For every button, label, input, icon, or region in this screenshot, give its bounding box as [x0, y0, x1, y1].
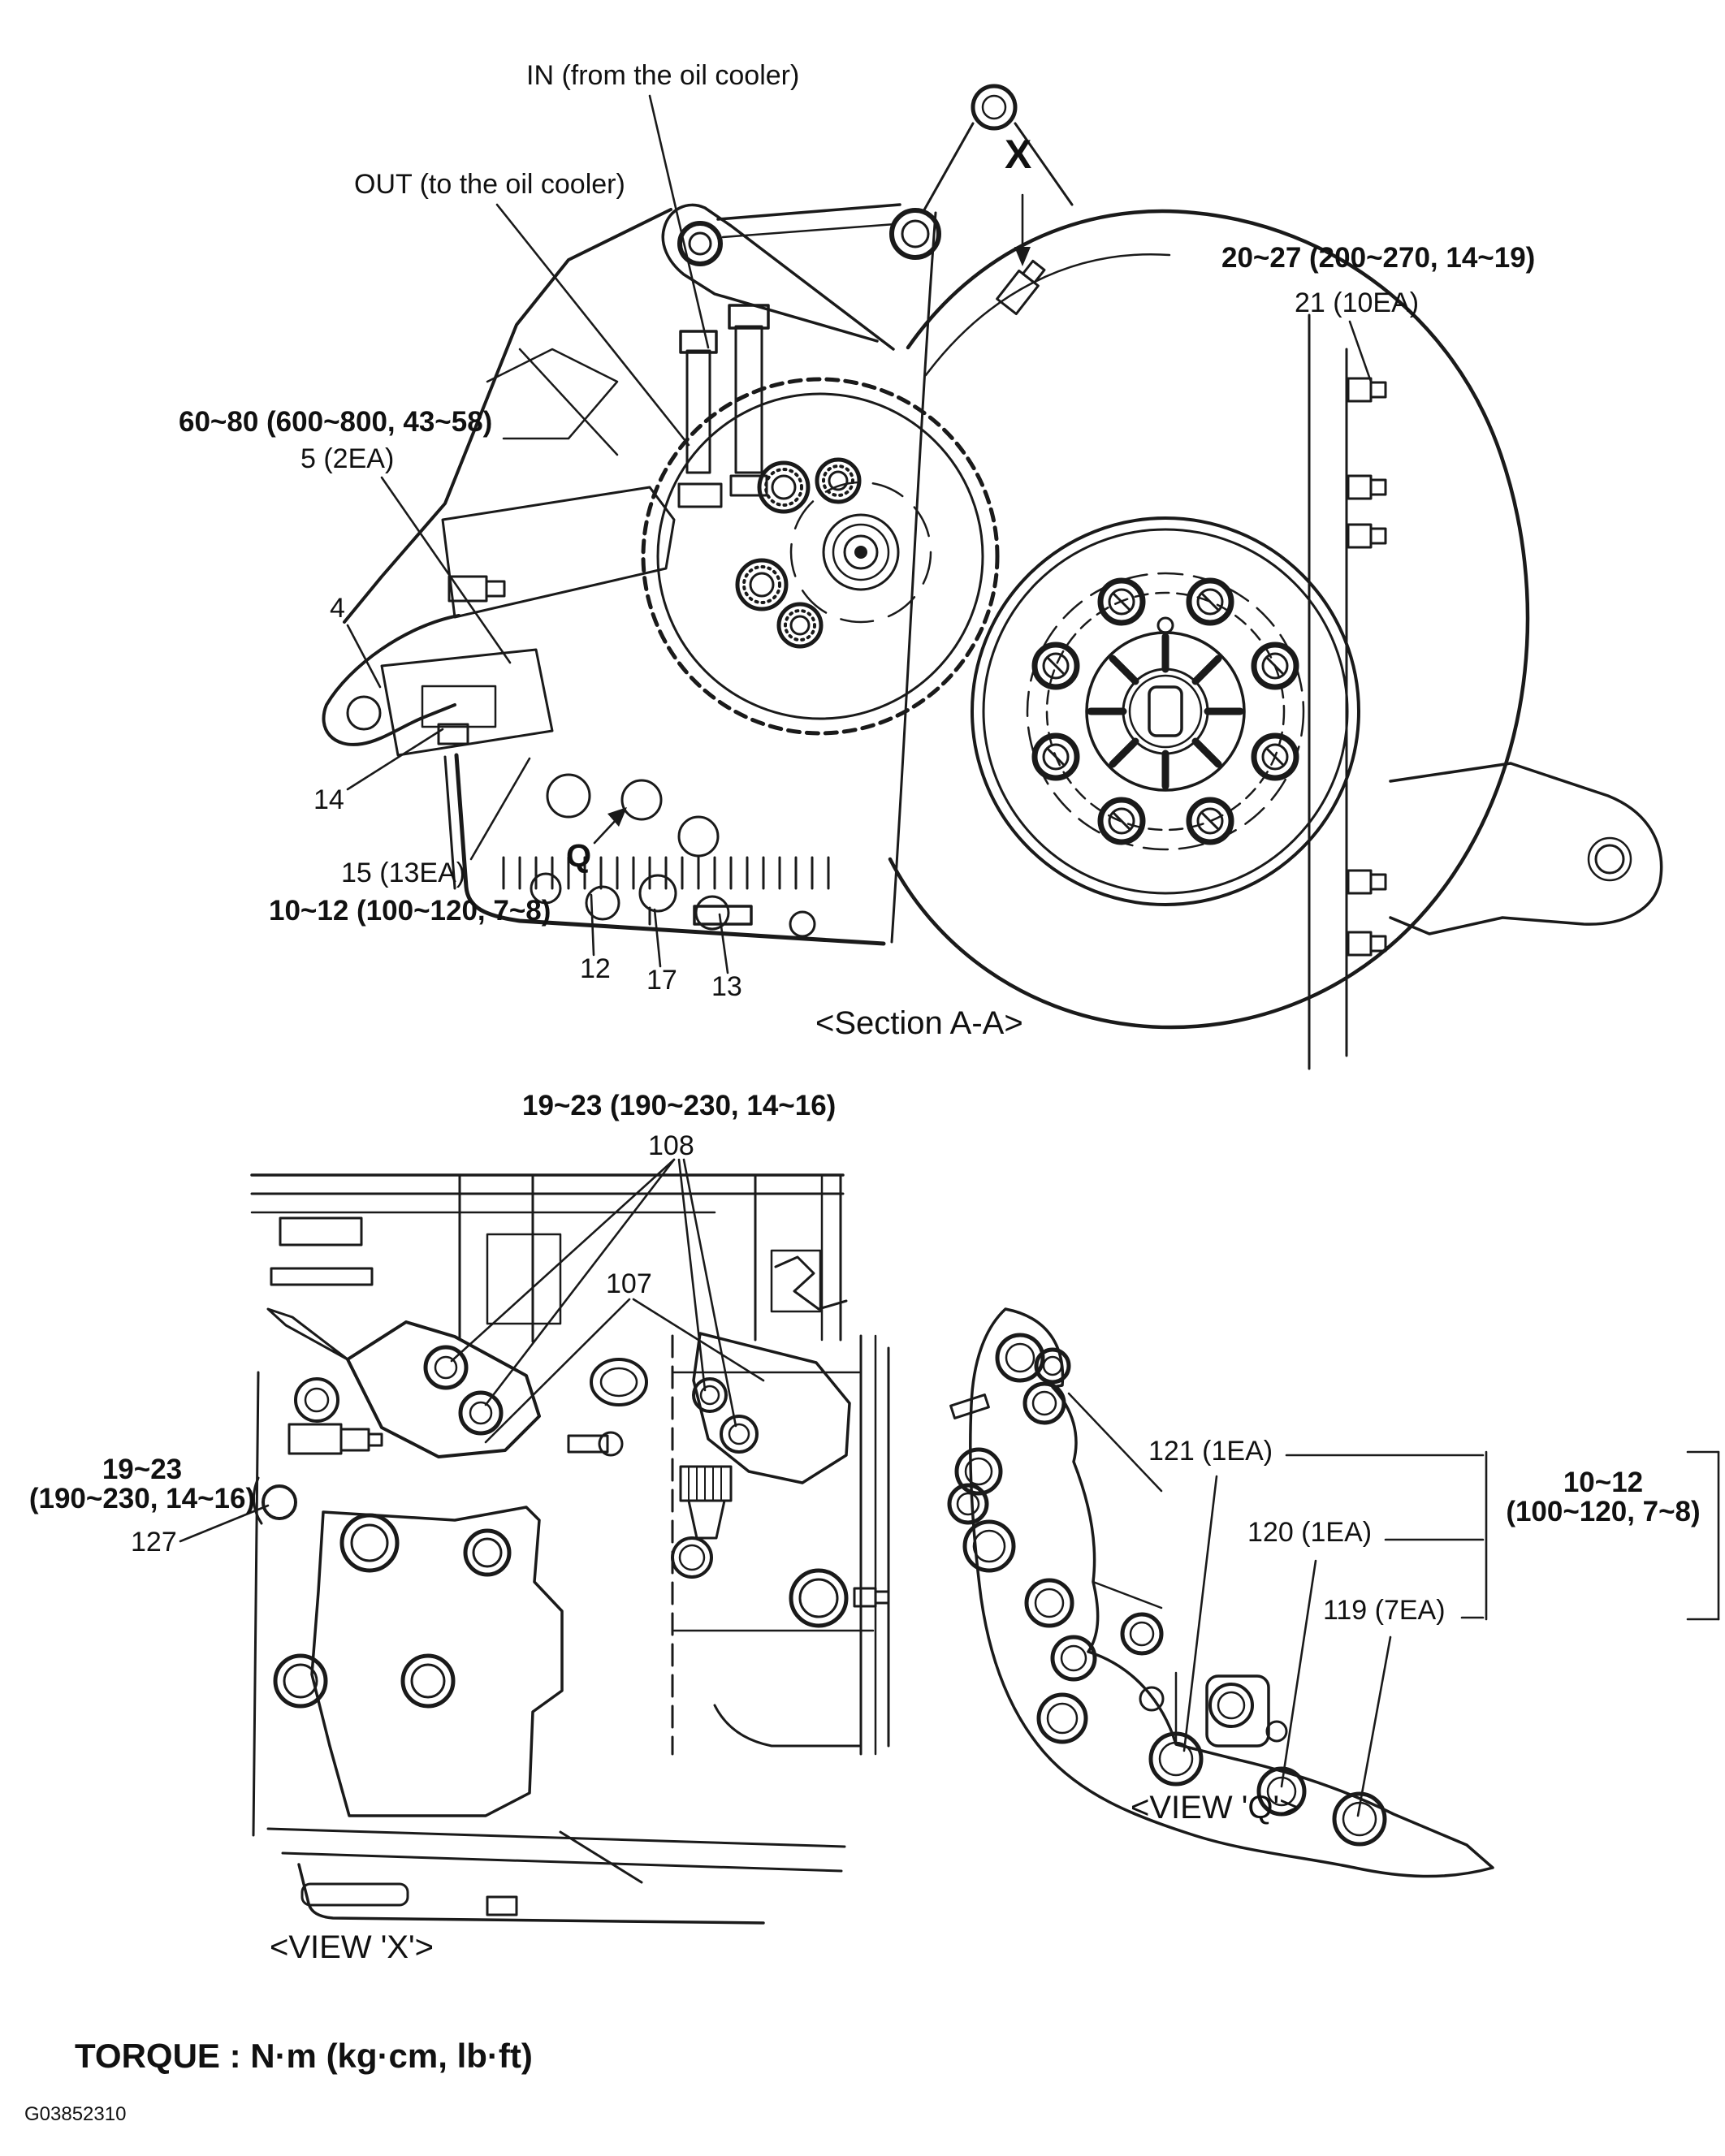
torque-units-note: TORQUE : N·m (kg·cm, lb·ft): [75, 2037, 533, 2075]
view-x-caption: <VIEW 'X'>: [270, 1929, 434, 1965]
torque-10-12-line2: (100~120, 7~8): [1506, 1496, 1701, 1528]
torque-10-12-line1: 10~12: [1563, 1467, 1644, 1498]
part-label-4: 4: [330, 593, 345, 624]
torque-19-23-line2: (190~230, 14~16): [28, 1483, 256, 1515]
leader-lines: [179, 94, 1720, 1817]
part-label-108: 108: [648, 1130, 694, 1161]
torque-spec-20-27: 20~27 (200~270, 14~19): [1221, 242, 1536, 274]
part-label-17: 17: [646, 965, 677, 996]
part-label-119: 119 (7EA): [1323, 1595, 1446, 1626]
part-label-5: 5 (2EA): [300, 443, 395, 474]
label-oil-cooler-out: OUT (to the oil cooler): [354, 169, 625, 200]
part-label-121: 121 (1EA): [1148, 1436, 1273, 1467]
part-label-127: 127: [131, 1527, 177, 1558]
view-q-direction-marker: Q: [566, 838, 592, 874]
part-label-13: 13: [711, 971, 742, 1002]
torque-spec-19-23-left: 19~23 (190~230, 14~16): [24, 1454, 260, 1515]
view-x-drawing: [250, 1173, 890, 1925]
figure-code: G03852310: [24, 2103, 127, 2125]
torque-spec-60-80: 60~80 (600~800, 43~58): [179, 406, 493, 438]
part-label-12: 12: [580, 953, 611, 984]
part-label-21: 21 (10EA): [1295, 287, 1420, 318]
part-label-120: 120 (1EA): [1247, 1517, 1373, 1548]
torque-spec-10-12-right: 10~12 (100~120, 7~8): [1494, 1467, 1712, 1528]
torque-19-23-line1: 19~23: [102, 1454, 183, 1485]
label-oil-cooler-in: IN (from the oil cooler): [526, 60, 800, 91]
part-label-15: 15 (13EA): [341, 858, 466, 888]
view-q-caption: <VIEW 'Q'>: [1131, 1790, 1299, 1825]
section-a-a-caption: <Section A-A>: [815, 1005, 1023, 1041]
view-x-direction-marker: X: [1005, 132, 1032, 177]
part-label-14: 14: [313, 784, 344, 815]
torque-spec-10-12-main: 10~12 (100~120, 7~8): [269, 895, 551, 927]
section-a-a-drawing: [322, 84, 1663, 1070]
part-label-107: 107: [606, 1268, 652, 1299]
torque-spec-19-23-top: 19~23 (190~230, 14~16): [522, 1090, 837, 1121]
view-q-drawing: [947, 1307, 1494, 1878]
